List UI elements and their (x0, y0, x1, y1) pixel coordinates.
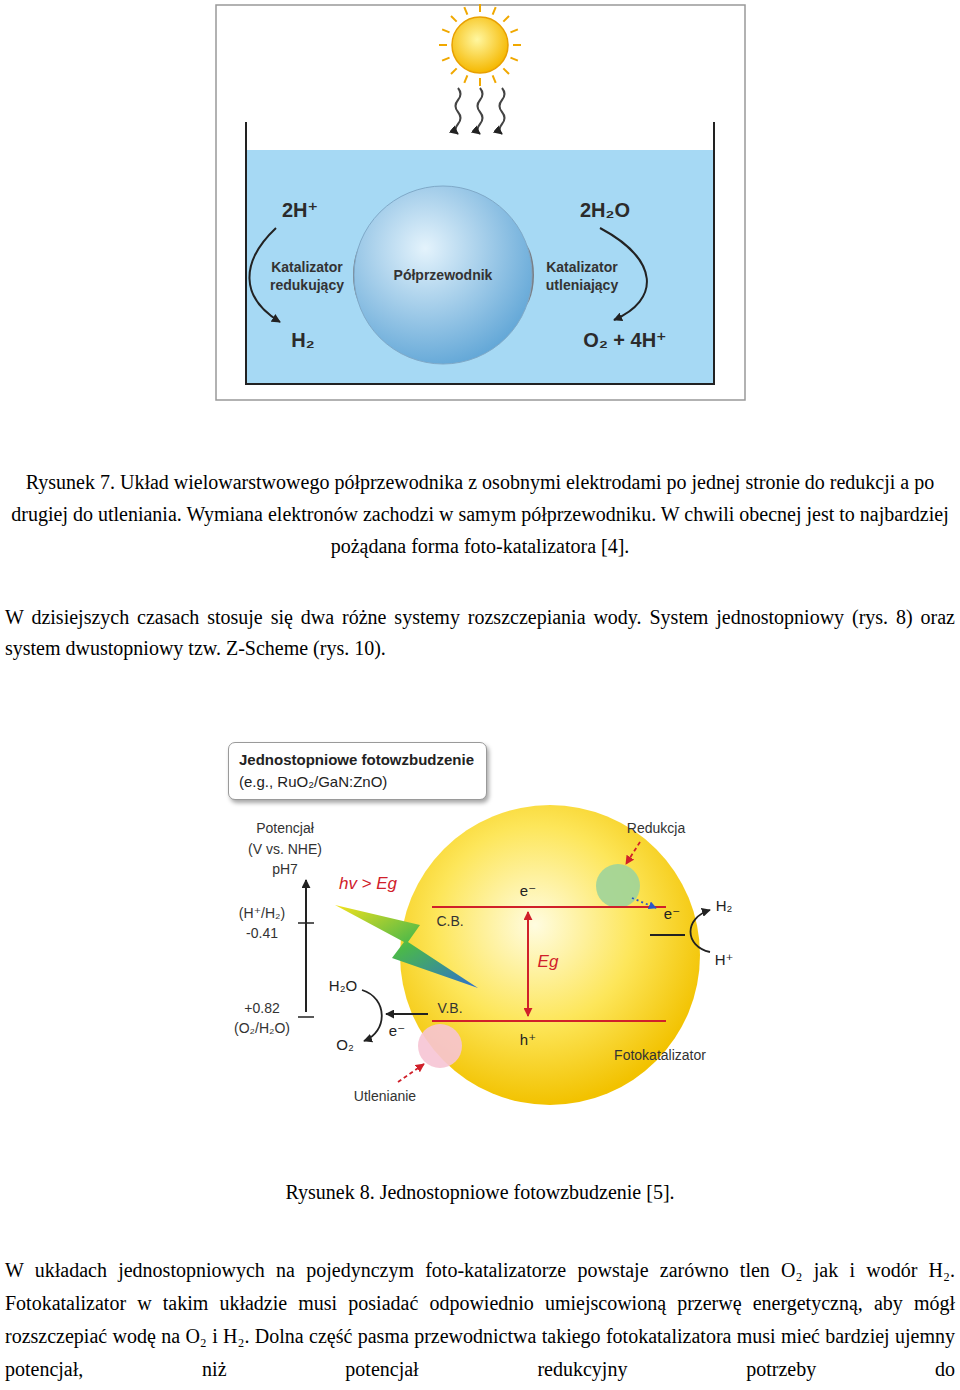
band-gap-label: Eg (538, 952, 559, 972)
sun-ray (513, 44, 521, 46)
vessel (246, 122, 714, 384)
potential-axis (305, 880, 307, 1012)
sun-ray (510, 58, 517, 61)
body-paragraph: W układach jednostopniowych na pojedyncz… (5, 1254, 955, 1386)
hole-label: h⁺ (520, 1031, 536, 1049)
process-label: Redukcja (627, 820, 685, 836)
figure-caption: Rysunek 7. Układ wielowarstwowego półprz… (5, 466, 955, 562)
title-box: Jednostopniowe fotowzbudzenie(e.g., RuO₂… (228, 742, 487, 800)
electron-label: e⁻ (664, 905, 680, 923)
species-label: O₂ (336, 1036, 354, 1053)
axis-tick (298, 1016, 314, 1018)
water (246, 150, 714, 384)
axis-tick (298, 922, 314, 924)
electron-label: e⁻ (520, 882, 536, 900)
band-label: V.B. (437, 1000, 462, 1016)
species-label: 2H⁺ (282, 198, 318, 222)
species-label: H⁺ (715, 951, 734, 969)
catalyst-label: Katalizator utleniający (532, 258, 632, 294)
sun-ray (479, 78, 481, 86)
reaction-arrow (362, 990, 382, 1041)
light-bolt (335, 905, 478, 988)
sun-ray (464, 7, 467, 14)
semiconductor (354, 186, 532, 364)
species-label: 2H₂O (580, 199, 630, 222)
figure-frame (216, 5, 745, 400)
reaction-arrow (691, 910, 711, 952)
leader-arrow (398, 1064, 424, 1082)
axis-unit: pH7 (272, 861, 298, 877)
sun-ray (493, 75, 496, 82)
oxidation-site (418, 1024, 462, 1068)
body-paragraph: W dzisiejszych czasach stosuje się dwa r… (5, 602, 955, 664)
leader-arrow (626, 842, 640, 864)
light-wave (500, 88, 505, 134)
redox-couple: (O₂/H₂O) (234, 1020, 290, 1036)
species-label: O₂ + 4H⁺ (583, 328, 666, 352)
axis-unit: (V vs. NHE) (248, 841, 322, 857)
light-wave (478, 88, 483, 134)
sun-ray (442, 58, 449, 61)
species-label: H₂ (291, 329, 314, 352)
node-heading: Jednostopniowe fotowzbudzenie (239, 749, 476, 771)
sun-ray (451, 16, 457, 22)
reduction-site (596, 864, 640, 908)
sun-ray (510, 29, 517, 32)
sun-ray (493, 7, 496, 14)
sun-ray (503, 68, 509, 74)
catalyst-label: Katalizator redukujący (257, 258, 357, 294)
potential-value: +0.82 (244, 1000, 279, 1016)
band-gap-arrow (527, 912, 529, 1016)
species-label: H₂O (329, 977, 357, 994)
sun-ray (503, 16, 509, 22)
sun-rays (439, 4, 521, 86)
photon-label: hv > Eg (339, 874, 397, 894)
electron-arrow (632, 898, 656, 908)
node-heading: Półprzewodnik (394, 267, 493, 283)
figure-caption: Rysunek 8. Jednostopniowe fotowzbudzenie… (285, 1181, 674, 1204)
valence-band (432, 1020, 666, 1022)
sun (452, 17, 508, 73)
semiconductor-circle: Półprzewodnik (353, 185, 533, 365)
band-label: C.B. (436, 913, 463, 929)
axis-title: Potencjał (256, 820, 314, 836)
process-label: Utlenianie (354, 1088, 416, 1104)
light-waves (456, 88, 505, 134)
potential-value: -0.41 (246, 925, 278, 941)
species-label: H₂ (716, 897, 733, 914)
sun-ray (479, 4, 481, 12)
redox-couple: (H⁺/H₂) (239, 905, 285, 921)
electron-arrow (386, 1013, 428, 1015)
part-label: Fotokatalizator (614, 1047, 706, 1063)
electron-line (650, 934, 685, 936)
sun-ray (442, 29, 449, 32)
sun-ray (439, 44, 447, 46)
node-subtext: (e.g., RuO₂/GaN:ZnO) (239, 771, 476, 793)
conduction-band (432, 906, 666, 908)
sun-ray (464, 75, 467, 82)
electron-label: e⁻ (389, 1022, 405, 1040)
sun-ray (451, 68, 457, 74)
light-wave (456, 88, 461, 134)
